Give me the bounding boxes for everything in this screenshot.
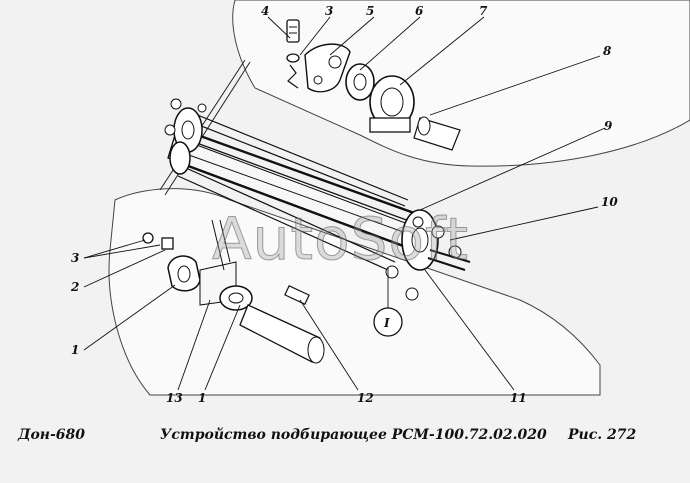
callout-10: 10 [601, 195, 618, 209]
axle-shaft [239, 304, 321, 363]
upper-detail-zone [232, 0, 690, 167]
pin-part-12 [284, 285, 310, 305]
lower-detail-zone [108, 188, 601, 396]
callout-1-bottom: 1 [198, 391, 206, 405]
callout-5: 5 [366, 4, 374, 18]
leader-lines [83, 16, 606, 391]
bolt-part-4 [286, 19, 300, 43]
footer-model: Дон-680 [18, 427, 86, 443]
callout-3-upper: 3 [325, 4, 333, 18]
callout-3-lower: 3 [71, 251, 79, 265]
footer-title: Устройство подбирающее РСМ-100.72.02.020 [160, 427, 547, 443]
callout-12: 12 [357, 391, 374, 405]
callout-1-left: 1 [71, 343, 79, 357]
detail-marker-label: I [383, 316, 390, 330]
callout-6: 6 [415, 4, 424, 18]
upper-exploded-parts [286, 19, 461, 151]
callout-9: 9 [604, 119, 613, 133]
plate-part-2 [161, 237, 174, 250]
callout-2: 2 [70, 280, 79, 294]
callout-8: 8 [603, 44, 612, 58]
rotor-assembly [164, 98, 471, 301]
lower-exploded-parts [142, 219, 325, 364]
footer-figure-number: Рис. 272 [568, 427, 637, 443]
callout-13: 13 [166, 391, 183, 405]
callout-11: 11 [510, 391, 527, 405]
callout-7: 7 [479, 4, 488, 18]
washer-part-3 [286, 53, 300, 63]
callout-4: 4 [261, 4, 269, 18]
nut-part-3 [142, 232, 154, 244]
detail-marker-circle [373, 307, 403, 337]
